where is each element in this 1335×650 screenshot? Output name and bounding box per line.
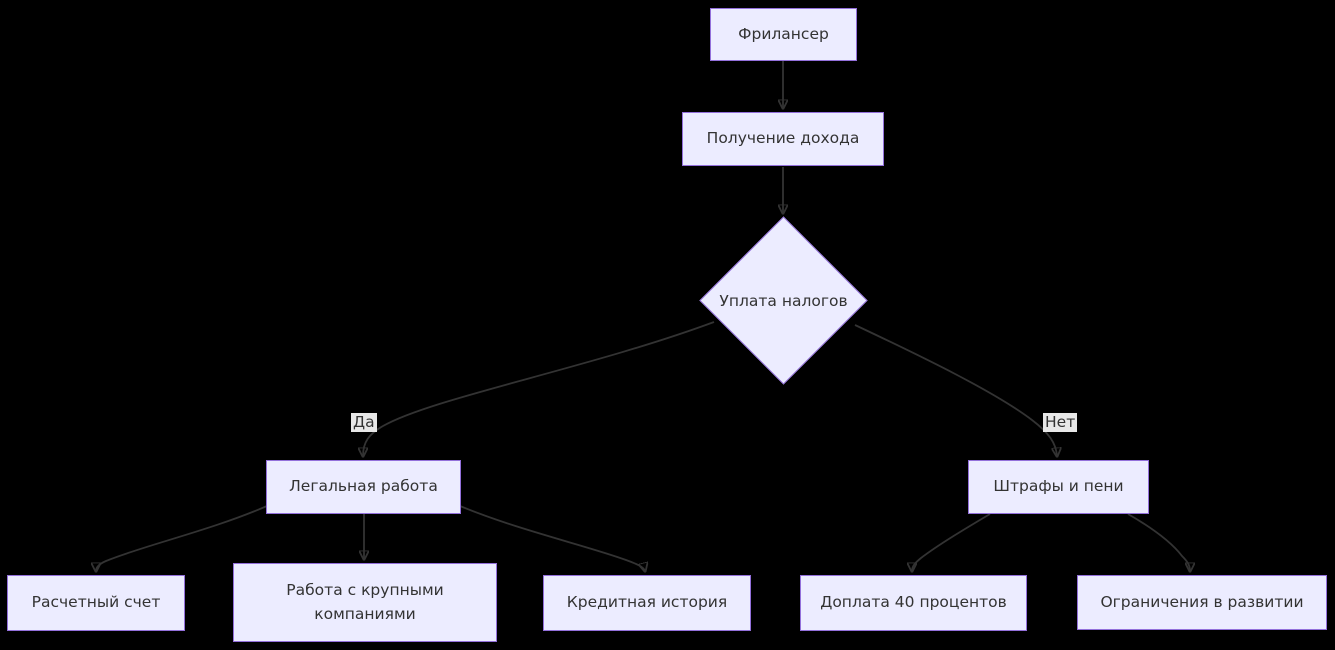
node-tax-decision-label: Уплата налогов [719, 292, 848, 310]
node-bank-account: Расчетный счет [7, 575, 185, 631]
edge-legalwork-credithistory [459, 505, 645, 571]
node-income: Получение дохода [682, 112, 884, 166]
edge-legalwork-bankaccount [96, 505, 268, 571]
edge-fines-surcharge [912, 513, 991, 571]
node-growth-limits: Ограничения в развитии [1077, 575, 1327, 630]
node-big-companies-label: Работа с крупными компаниями [286, 581, 444, 623]
node-fines: Штрафы и пени [968, 460, 1149, 514]
node-surcharge-label: Доплата 40 процентов [820, 593, 1007, 612]
node-growth-limits-label: Ограничения в развитии [1100, 592, 1304, 611]
node-legal-work: Легальная работа [266, 460, 461, 514]
node-income-label: Получение дохода [706, 129, 860, 148]
node-legal-work-label: Легальная работа [289, 477, 438, 496]
node-fines-label: Штрафы и пени [993, 477, 1124, 496]
edge-taxdecision-fines [854, 324, 1057, 456]
edge-taxdecision-legalwork [363, 321, 715, 456]
edge-label-yes: Да [351, 413, 377, 433]
node-credit-history: Кредитная история [543, 575, 751, 631]
node-freelancer-label: Фрилансер [738, 24, 829, 43]
node-credit-history-label: Кредитная история [566, 593, 728, 612]
edge-fines-growthlimits [1127, 513, 1190, 571]
node-surcharge: Доплата 40 процентов [800, 575, 1027, 631]
node-freelancer: Фрилансер [710, 8, 857, 61]
edge-label-no: Нет [1043, 413, 1078, 433]
node-bank-account-label: Расчетный счет [31, 593, 161, 612]
node-big-companies: Работа с крупными компаниями [233, 563, 497, 642]
